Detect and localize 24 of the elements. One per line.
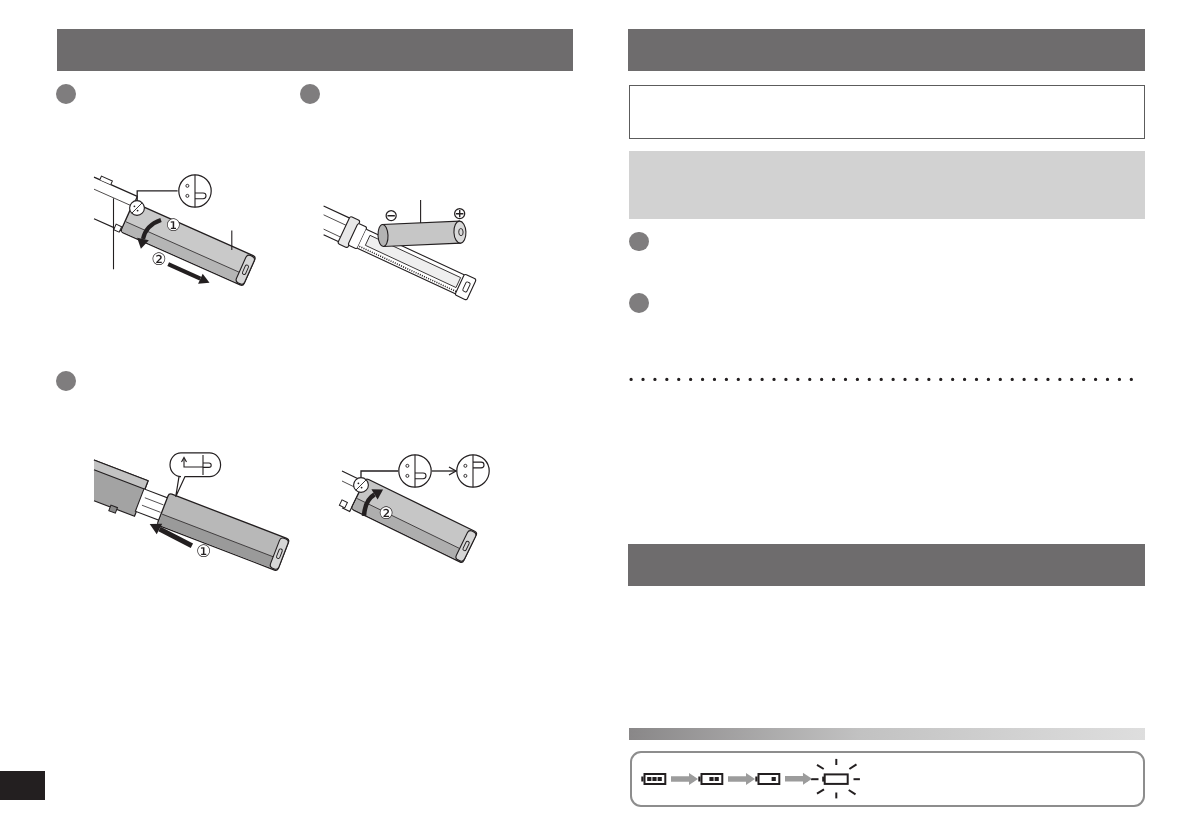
callout-number: ② bbox=[151, 250, 167, 268]
callout-number: ② bbox=[378, 504, 394, 522]
flashing-battery-icon bbox=[808, 756, 862, 801]
leader-line bbox=[360, 470, 399, 478]
magnified-symbol-icon bbox=[398, 454, 432, 488]
callout-number: ① bbox=[165, 216, 181, 234]
shaded-panel bbox=[629, 151, 1145, 219]
heading-bar bbox=[628, 29, 1145, 71]
callout-number: ① bbox=[196, 542, 212, 560]
slashed-circle-icon bbox=[353, 477, 369, 493]
magnified-symbol-icon bbox=[456, 454, 490, 488]
rounded-panel bbox=[630, 751, 1145, 807]
arrow bbox=[785, 772, 812, 785]
polarity-sign: ⊕ bbox=[452, 204, 467, 222]
slashed-circle-icon bbox=[129, 200, 146, 217]
heading-bar bbox=[628, 544, 1145, 586]
polarity-sign: ⊖ bbox=[384, 206, 399, 223]
arrow bbox=[671, 773, 698, 785]
leader-line bbox=[136, 190, 179, 202]
outlined-panel bbox=[629, 85, 1145, 139]
magnified-symbol-icon bbox=[177, 174, 212, 208]
heading-bar bbox=[57, 29, 573, 71]
arrow bbox=[431, 466, 457, 476]
arrow bbox=[728, 773, 755, 785]
